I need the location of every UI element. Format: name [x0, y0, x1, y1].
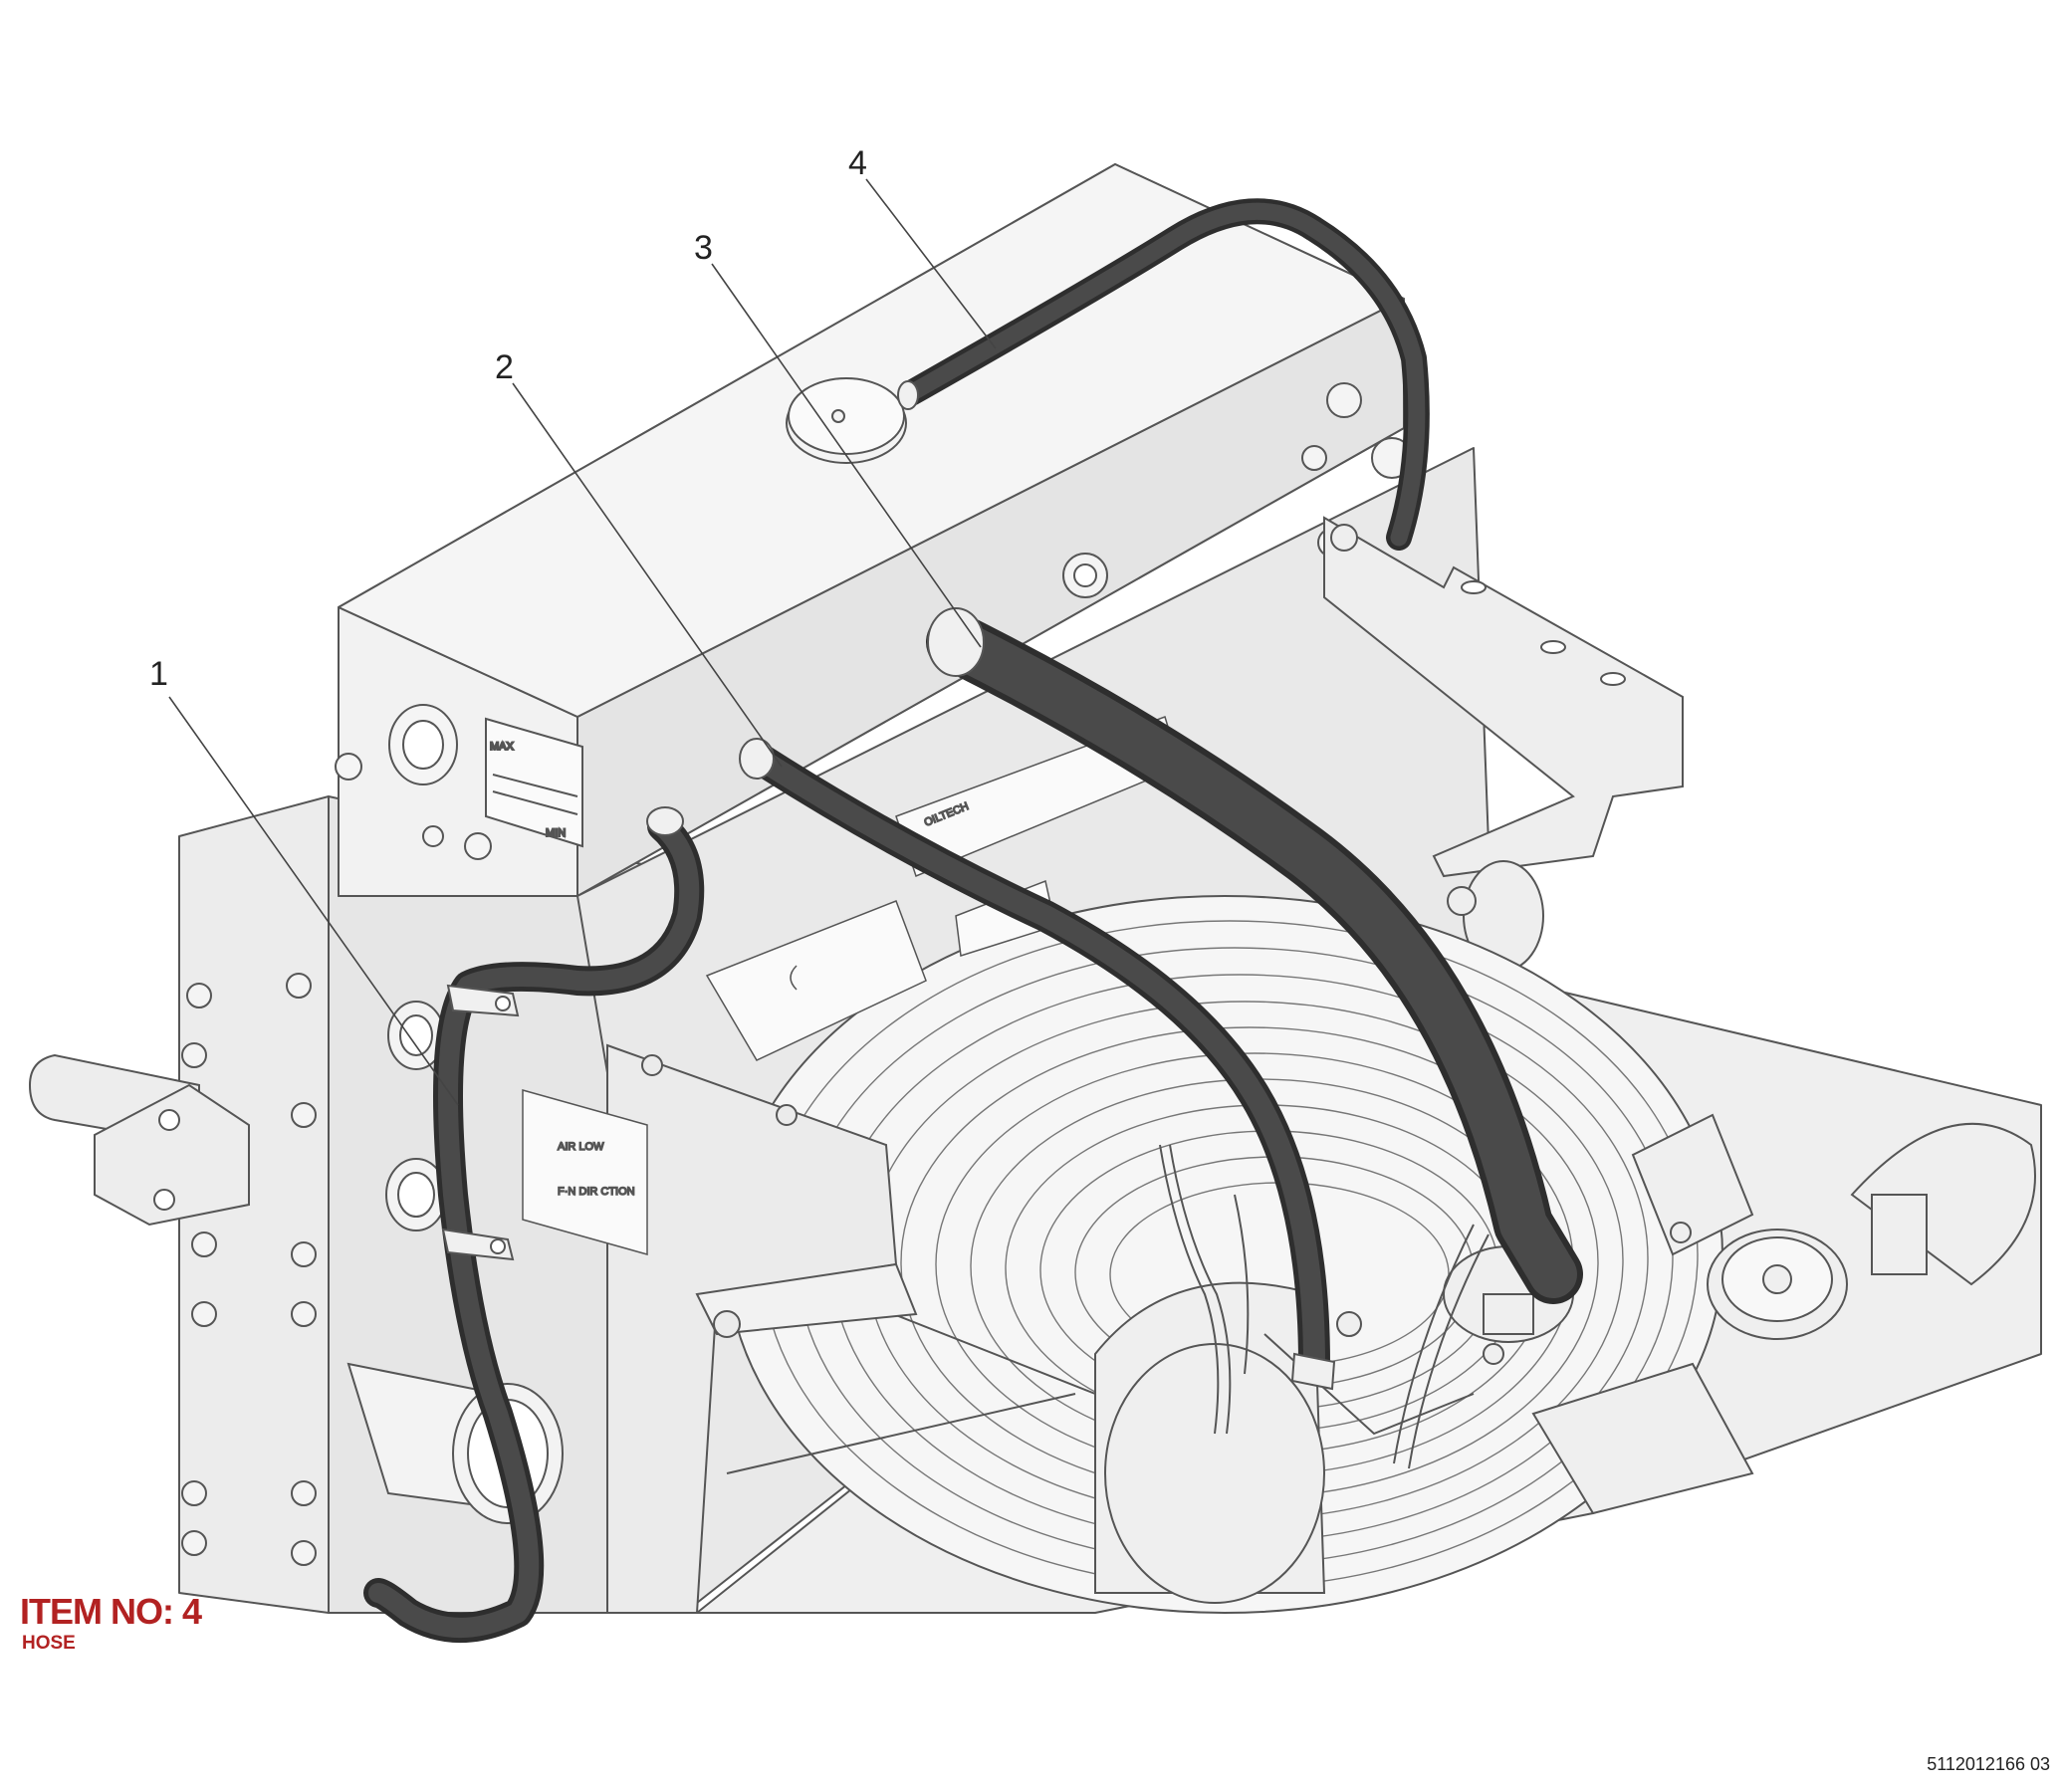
radiator-cap — [786, 377, 907, 464]
leader-1 — [168, 696, 459, 1106]
airflow-decal-line1: AIR LOW — [558, 1141, 604, 1153]
callout-3: 3 — [694, 229, 713, 267]
pump-assembly — [1094, 1113, 2036, 1604]
level-gauge: MAX MIN — [335, 704, 583, 860]
callout-4: 4 — [848, 144, 867, 182]
callout-2: 2 — [495, 348, 514, 386]
item-number-label: ITEM NO: 4 — [20, 1591, 202, 1632]
min-label: MIN — [546, 827, 566, 839]
callout-leaders — [168, 178, 997, 1106]
mounting-bracket — [1323, 516, 1684, 972]
leader-3 — [711, 263, 982, 648]
airflow-decal-line2: F·N DIR CTION — [558, 1186, 635, 1198]
leader-4 — [865, 178, 997, 349]
callout-1: 1 — [149, 655, 168, 693]
max-label: MAX — [490, 741, 515, 753]
front-shroud — [606, 1043, 918, 1614]
left-pipe-fitting — [28, 1053, 250, 1227]
hoses — [363, 198, 1583, 1643]
document-number: 5112012166 03 — [1927, 1754, 2050, 1774]
flange-bolts — [181, 973, 317, 1566]
leader-2 — [512, 382, 783, 768]
item-description-label: HOSE — [22, 1633, 76, 1654]
hose-clamps — [441, 380, 1336, 1391]
